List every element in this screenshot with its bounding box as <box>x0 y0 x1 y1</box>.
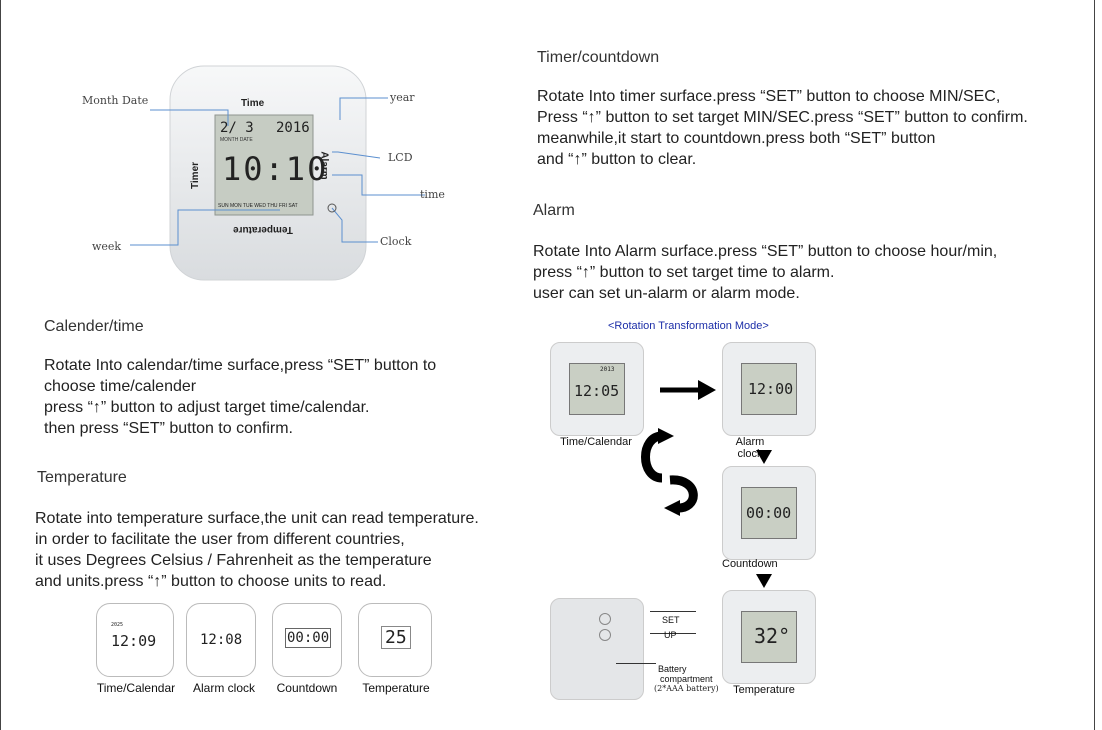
battery-label-1: Battery <box>658 664 687 674</box>
cube-lcd: 32° <box>741 611 797 663</box>
rotation-arrows <box>641 380 772 588</box>
cube-label: Temperature <box>733 684 795 696</box>
temperature-heading: Temperature <box>37 469 127 486</box>
set-button-icon <box>599 613 611 625</box>
calendar-line: then press “SET” button to confirm. <box>44 420 293 437</box>
battery-leader-line <box>616 663 656 664</box>
right-arrow-icon <box>698 380 716 400</box>
lcd-date: 2/ 3 <box>220 120 254 136</box>
callout-clock: Clock <box>380 235 412 248</box>
battery-label-3: (2*AAA battery) <box>654 684 719 693</box>
modes-row: 2025 12:09 12:08 00:00 25 Time/Calendar … <box>96 603 456 698</box>
mode-label: Time/Calendar <box>96 681 176 695</box>
cube-alarm-clock: 12:00 <box>722 342 816 436</box>
cube-time-calendar: 2013 12:05 <box>550 342 644 436</box>
alarm-heading: Alarm <box>533 202 575 219</box>
mode-tile-lcd: 12:09 <box>111 632 157 650</box>
cube-lcd: 2013 12:05 <box>569 363 625 415</box>
lcd-week: SUN MON TUE WED THU FRI SAT <box>218 203 298 209</box>
temperature-line: Rotate into temperature surface,the unit… <box>35 510 479 527</box>
temperature-line: and units.press “↑” button to choose uni… <box>35 573 387 590</box>
up-label: UP <box>664 630 677 640</box>
mode-tile-alarm: 12:08 <box>186 603 256 677</box>
set-label: SET <box>662 615 680 625</box>
cube-temperature: 32° <box>722 590 816 684</box>
mode-tile-lcd: 12:08 <box>200 632 243 648</box>
timer-line: and “↑” button to clear. <box>537 151 697 168</box>
face-bottom-label: Temperature <box>233 224 293 235</box>
cube-label: Time/Calendar <box>560 436 632 448</box>
mode-tile-time: 2025 12:09 <box>96 603 174 677</box>
cube-lcd: 12:00 <box>741 363 797 415</box>
lcd-year: 2016 <box>276 120 310 136</box>
callout-week: week <box>92 240 122 253</box>
rotation-title: <Rotation Transformation Mode> <box>608 320 769 332</box>
alarm-line: Rotate Into Alarm surface.press “SET” bu… <box>533 243 998 260</box>
down-arrow-icon <box>756 450 772 464</box>
calendar-line: choose time/calender <box>44 378 197 395</box>
mode-label: Temperature <box>362 681 430 695</box>
cube-lcd-temp: 32° <box>754 624 791 648</box>
timer-line: Press “↑” button to set target MIN/SEC.p… <box>537 109 1028 126</box>
page-left-edge <box>0 0 1 730</box>
timer-text: Rotate Into timer surface.press “SET” bu… <box>537 86 1028 170</box>
alarm-text: Rotate Into Alarm surface.press “SET” bu… <box>533 241 997 304</box>
mode-label: Alarm clock <box>192 681 255 695</box>
up-button-icon <box>599 629 611 641</box>
callout-lcd: LCD <box>388 151 413 164</box>
rotation-diagram: <Rotation Transformation Mode> 2013 12:0… <box>540 318 840 708</box>
cube-lcd-year: 2013 <box>600 366 615 373</box>
face-left-label: Timer <box>190 161 202 190</box>
cube-back-view <box>550 598 644 700</box>
callout-year: year <box>390 91 415 104</box>
cube-lcd-time: 00:00 <box>746 504 792 522</box>
cube-countdown: 00:00 <box>722 466 816 560</box>
page-right-edge <box>1094 0 1095 730</box>
hero-figure: Time Timer Alarm Temperature 2/ 3 2016 M… <box>70 60 450 290</box>
temperature-line: in order to facilitate the user from dif… <box>35 531 405 548</box>
callout-month-date: Month Date <box>82 94 149 107</box>
battery-label-2: compartment <box>660 674 713 684</box>
cube-label: Alarm clock <box>735 436 765 460</box>
mode-tile-lcd: 00:00 <box>285 628 332 648</box>
clock-lcd <box>214 114 314 216</box>
down-arrow-icon <box>756 574 772 588</box>
alarm-line: user can set un-alarm or alarm mode. <box>533 285 800 302</box>
mode-tile-countdown: 00:00 <box>272 603 342 677</box>
calendar-text: Rotate Into calendar/time surface,press … <box>44 355 436 439</box>
cube-lcd-time: 12:00 <box>748 380 794 398</box>
up-leader-line <box>650 633 696 634</box>
face-top-label: Time <box>241 98 265 109</box>
temperature-line: it uses Degrees Celsius / Fahrenheit as … <box>35 552 432 569</box>
mode-tile-lcd: 25 <box>381 626 411 649</box>
timer-line: meanwhile,it start to countdown.press bo… <box>537 130 936 147</box>
set-leader-line <box>650 611 696 612</box>
cube-lcd-time: 12:05 <box>574 382 620 400</box>
mode-tile-temperature: 25 <box>358 603 432 677</box>
temperature-text: Rotate into temperature surface,the unit… <box>35 508 479 592</box>
hero-clock-illustration <box>130 65 425 281</box>
callout-time: time <box>420 188 445 201</box>
mode-label: Countdown <box>276 681 338 695</box>
lcd-date-caption: MONTH DATE <box>220 137 253 143</box>
timer-line: Rotate Into timer surface.press “SET” bu… <box>537 88 1001 105</box>
mode-tile-sub: 2025 <box>111 622 124 628</box>
calendar-line: Rotate Into calendar/time surface,press … <box>44 357 437 374</box>
timer-heading: Timer/countdown <box>537 49 660 66</box>
alarm-line: press “↑” button to set target time to a… <box>533 264 835 281</box>
calendar-heading: Calender/time <box>44 318 144 335</box>
calendar-line: press “↑” button to adjust target time/c… <box>44 399 370 416</box>
lcd-time: 10:10 <box>222 150 329 188</box>
rotate-arrow-icon <box>641 431 663 483</box>
cube-label: Countdown <box>722 558 778 570</box>
cube-lcd: 00:00 <box>741 487 797 539</box>
